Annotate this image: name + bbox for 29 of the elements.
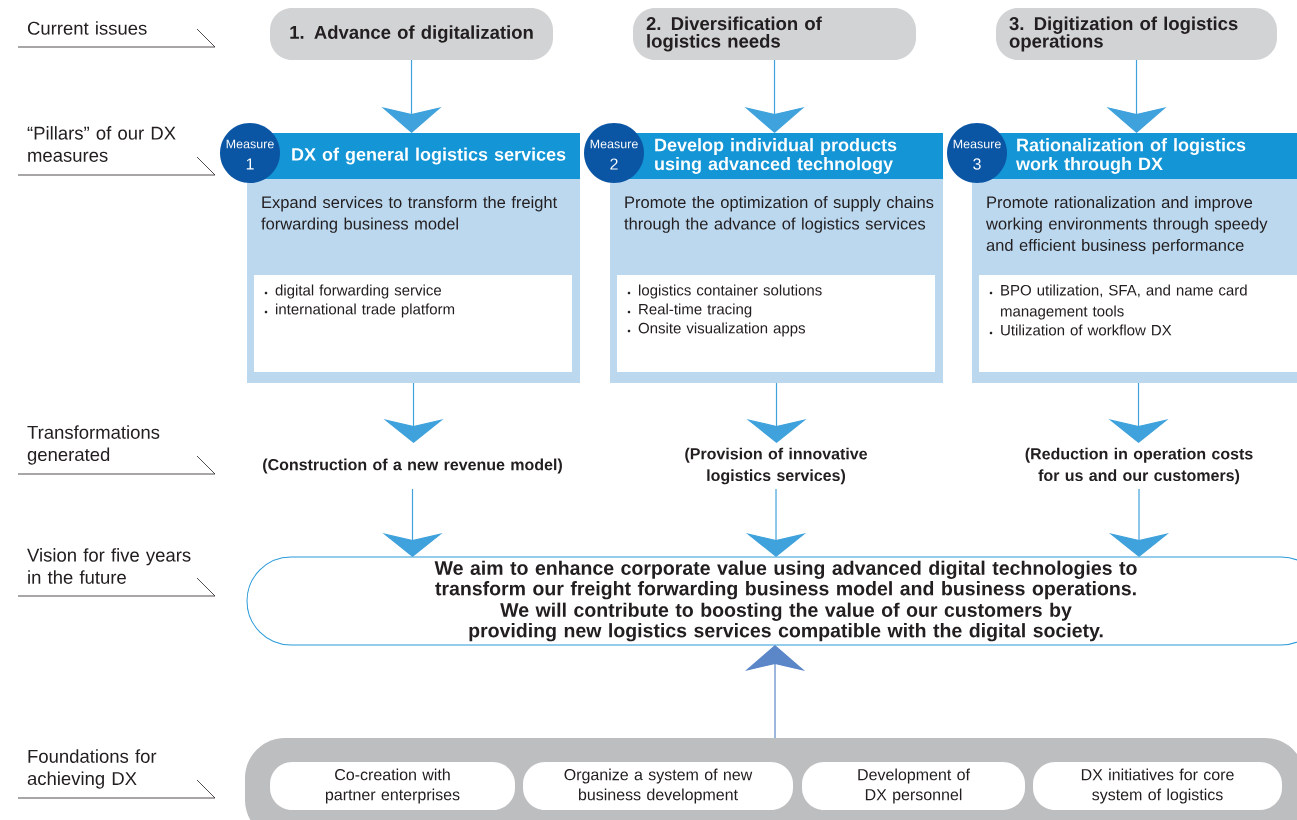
foundation-pill: DX initiatives for core system of logistics bbox=[1033, 762, 1282, 810]
foundation-pill: Co-creation with partner enterprises bbox=[270, 762, 515, 810]
row-label: Vision for five years in the future bbox=[27, 548, 191, 584]
foundation-pill: Organize a system of new business development bbox=[523, 762, 793, 810]
row-label: Foundations for achieving DX bbox=[27, 749, 157, 789]
issue-pill: 3. Digitization of logistics operations bbox=[996, 8, 1277, 60]
result-text: (Provision of innovative logistics services) bbox=[685, 447, 868, 485]
row-label: “Pillars” of our DX measures bbox=[27, 126, 176, 162]
result-text: (Construction of a new revenue model) bbox=[263, 458, 562, 474]
list-item: international trade platform bbox=[264, 303, 455, 318]
measure-badge: Measure 1 bbox=[220, 123, 280, 183]
list-item: digital forwarding service bbox=[264, 284, 442, 299]
vision-box: We aim to enhance corporate value using advanced digital technologies to transform our freight forwarding business model and business operations. We will contribute to boosting the value of our customers by providing new logistics services compatible with the digital society. bbox=[246, 556, 1297, 646]
item-list-box bbox=[979, 275, 1297, 372]
list-item: Real-time tracing bbox=[627, 303, 752, 318]
row-label: Transformations generated bbox=[27, 425, 160, 465]
measure-badge: Measure 3 bbox=[947, 123, 1007, 183]
item-list-box bbox=[617, 275, 935, 372]
list-item: Onsite visualization apps bbox=[627, 322, 805, 337]
result-text: (Reduction in operation costs for us and our customers) bbox=[1025, 447, 1253, 485]
measure-badge: Measure 2 bbox=[584, 123, 644, 183]
foundation-pill: Development of DX personnel bbox=[802, 762, 1025, 810]
item-list-box bbox=[254, 275, 572, 372]
list-item: logistics container solutions bbox=[627, 284, 822, 299]
row-label: Current issues bbox=[27, 21, 147, 35]
list-item: Utilization of workflow DX bbox=[989, 324, 1172, 336]
issue-pill: 1. Advance of digitalization bbox=[270, 8, 553, 60]
issue-pill: 2. Diversification of logistics needs bbox=[633, 8, 916, 60]
list-item: BPO utilization, SFA, and name card management tools bbox=[989, 284, 1247, 320]
